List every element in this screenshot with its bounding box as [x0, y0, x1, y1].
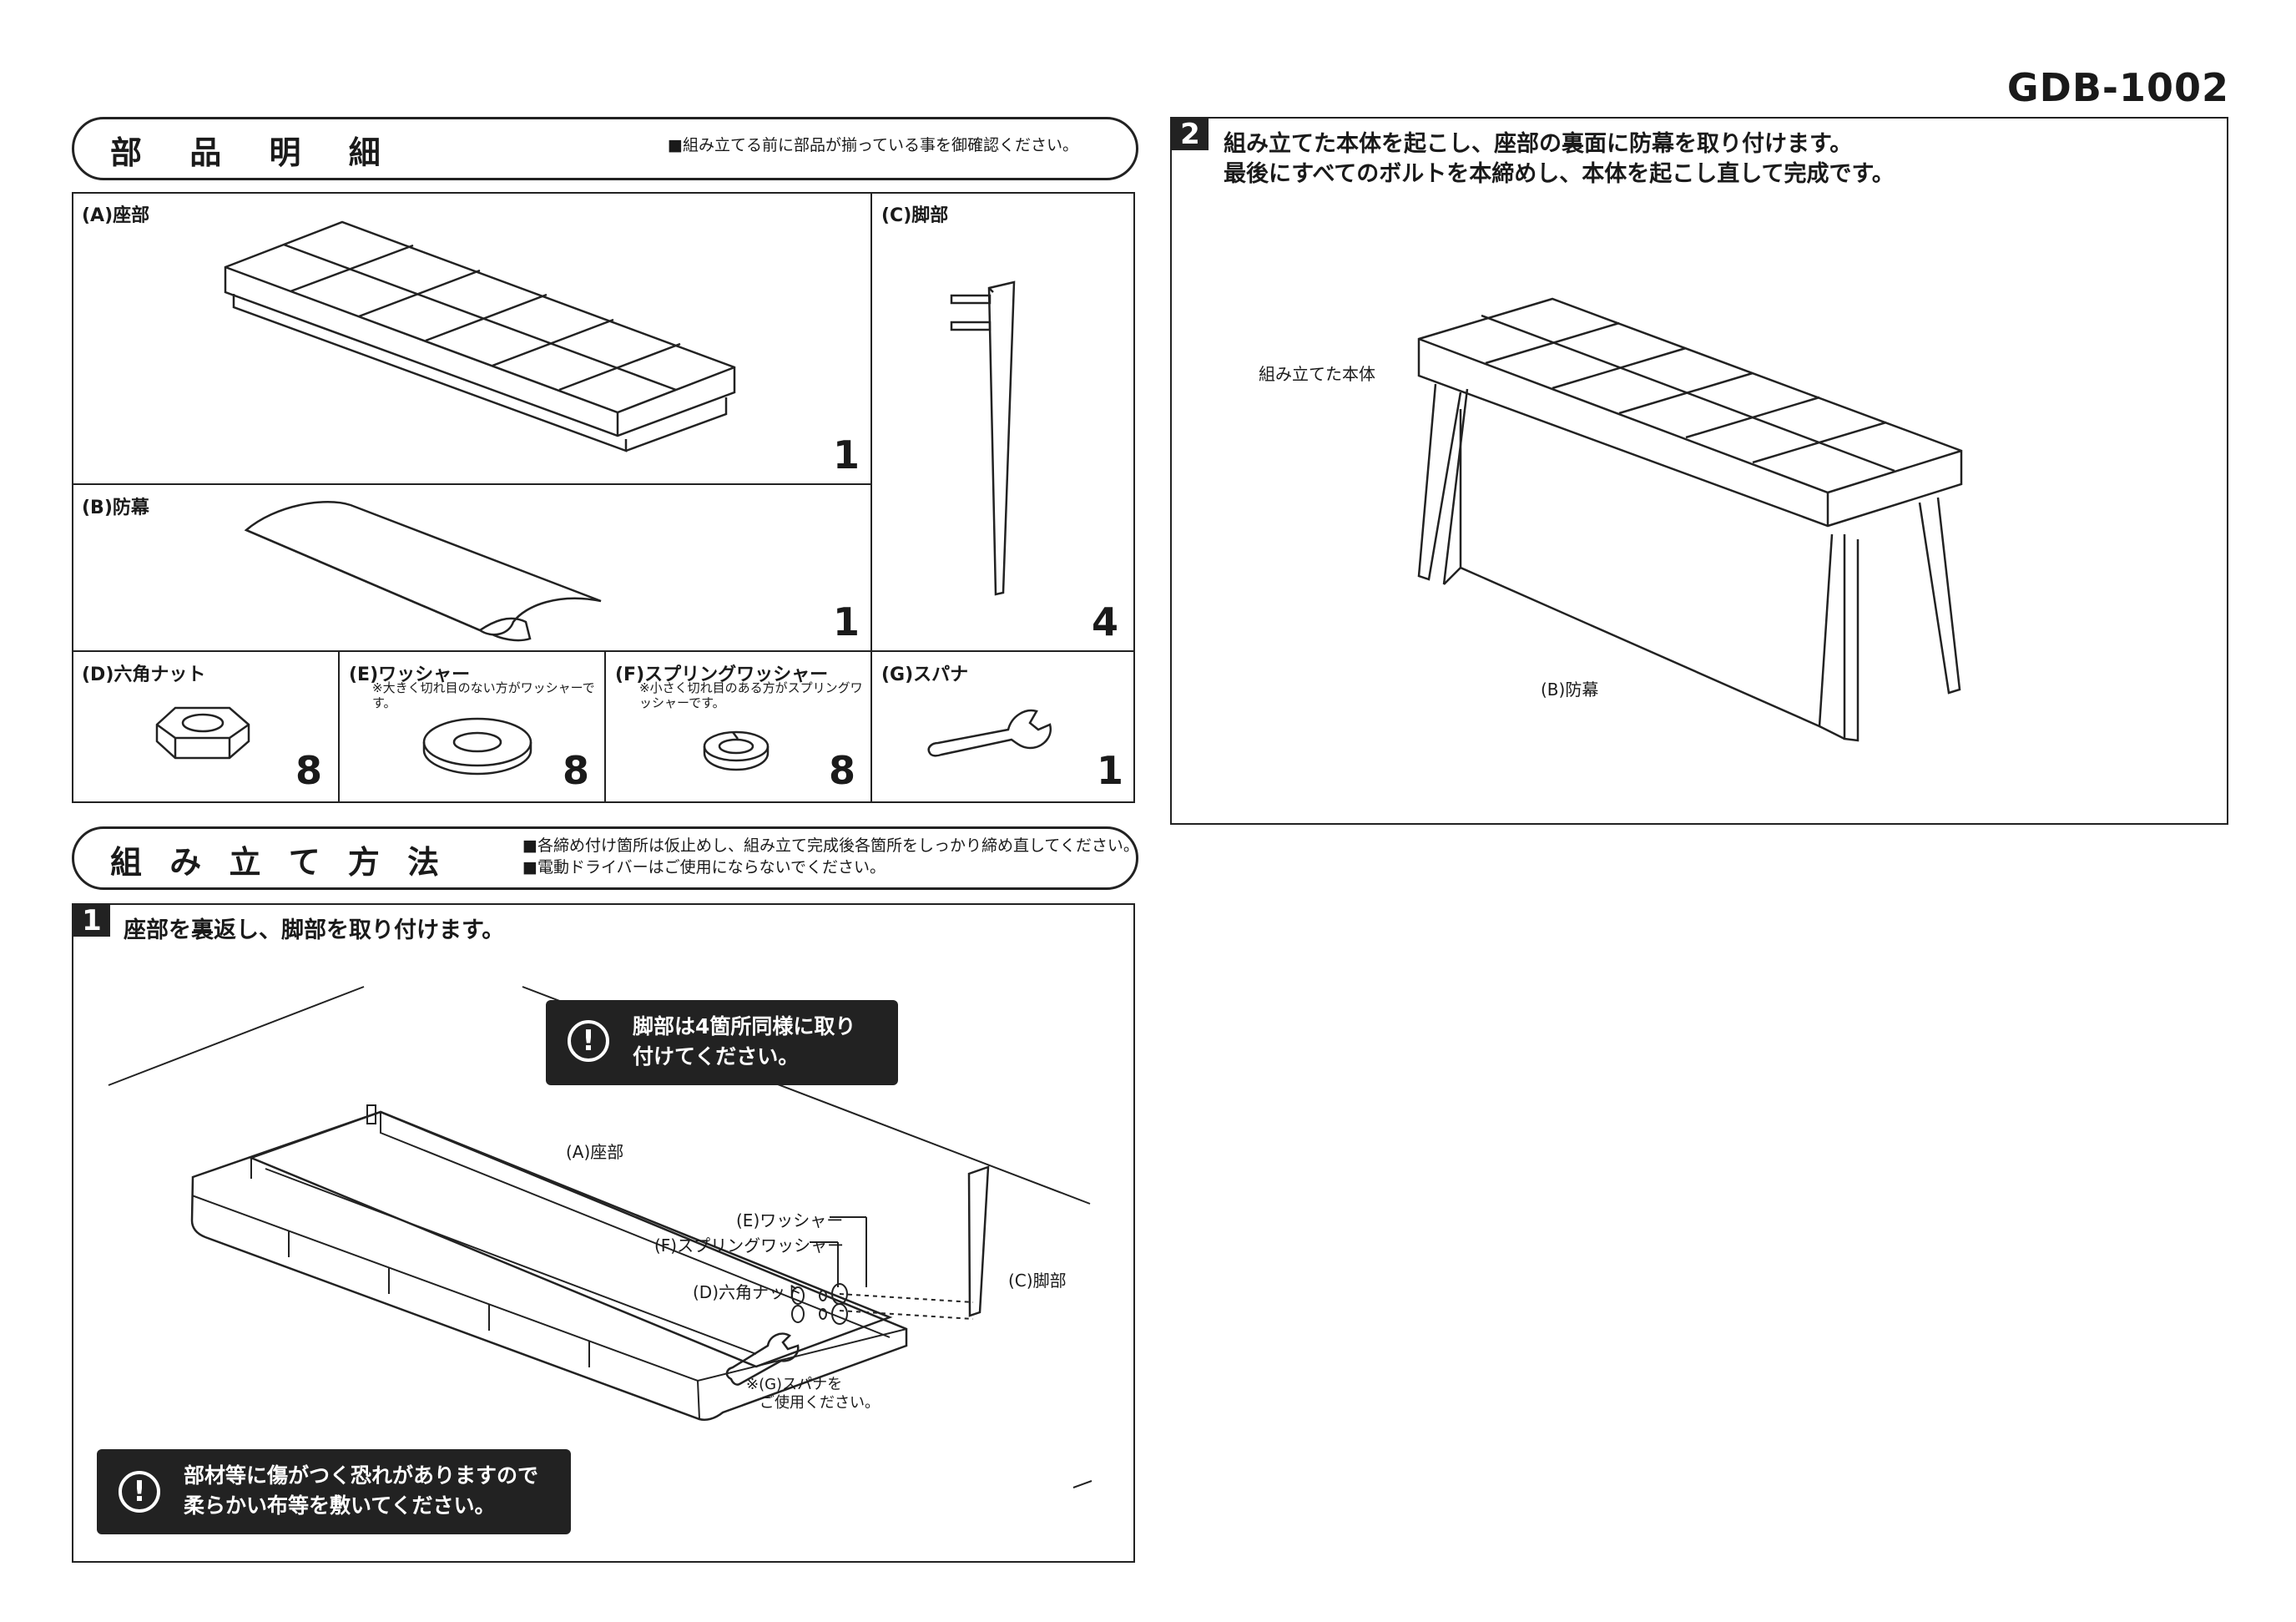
part-f-qty: 8 — [829, 748, 856, 793]
step1-callout-cloth: ! 部材等に傷がつく恐れがありますので 柔らかい布等を敷いてください。 — [97, 1449, 571, 1534]
curtain-illustration — [244, 501, 602, 642]
step1-seat-label: (A)座部 — [566, 1142, 624, 1162]
part-g-label: (G)スパナ — [881, 664, 969, 685]
part-b-qty: 1 — [833, 599, 860, 644]
step1-instruction: 座部を裏返し、脚部を取り付けます。 — [124, 917, 505, 943]
washer-illustration — [422, 717, 532, 776]
step2-body-label: 組み立てた本体 — [1259, 364, 1375, 384]
part-e-label: (E)ワッシャー — [349, 664, 471, 685]
step1-nut-label: (D)六角ナット — [693, 1282, 803, 1302]
step2-number: 2 — [1172, 119, 1209, 150]
step2-instruction-line2: 最後にすべてのボルトを本締めし、本体を起こし直して完成です。 — [1224, 161, 1895, 187]
part-g-qty: 1 — [1097, 748, 1124, 793]
warning-icon: ! — [568, 1020, 609, 1062]
parts-grid — [72, 192, 1135, 803]
part-c-qty: 4 — [1092, 599, 1119, 644]
assembly-section-title: 組 み 立 て 方 法 — [110, 844, 448, 881]
part-b-label: (B)防幕 — [82, 498, 149, 518]
parts-section-header — [72, 117, 1138, 180]
part-a-label: (A)座部 — [82, 205, 150, 226]
assembly-section-header — [72, 826, 1138, 890]
part-a-qty: 1 — [833, 432, 860, 478]
step2-illustration — [1417, 297, 1963, 742]
step1-spring-washer-label: (F)スプリングワッシャー — [654, 1235, 845, 1256]
step1-spanner-note-1: ※(G)スパナを — [746, 1376, 843, 1393]
assembly-note-1: ■各締め付け箇所は仮止めし、組み立て完成後各箇所をしっかり締め直してください。 — [522, 836, 1139, 855]
parts-section-note: ■組み立てる前に部品が揃っている事を御確認ください。 — [668, 136, 1079, 154]
step1-callout-cloth-line2: 柔らかい布等を敷いてください。 — [184, 1493, 496, 1518]
part-c-label: (C)脚部 — [881, 205, 949, 226]
step1-number: 1 — [73, 905, 110, 937]
seat-illustration — [224, 220, 736, 452]
part-f-label: (F)スプリングワッシャー — [615, 664, 829, 685]
spring-washer-illustration — [703, 730, 770, 771]
step1-callout-legs: ! 脚部は4箇所同様に取り 付けてください。 — [546, 1000, 898, 1085]
parts-section-title: 部 品 明 細 — [110, 134, 399, 171]
step1-spanner-note-2: ご使用ください。 — [759, 1394, 880, 1412]
hex-nut-illustration — [155, 706, 250, 760]
step1-illustration — [108, 986, 1092, 1488]
step1-leg-label: (C)脚部 — [1008, 1271, 1067, 1291]
step1-callout-cloth-line1: 部材等に傷がつく恐れがありますので — [184, 1463, 539, 1488]
assembly-note-2: ■電動ドライバーはご使用にならないでください。 — [522, 858, 886, 877]
step2-panel — [1170, 117, 2228, 825]
spanner-illustration — [927, 709, 1052, 757]
model-number: GDB-1002 — [2006, 65, 2229, 110]
step1-callout-legs-line1: 脚部は4箇所同様に取り — [633, 1014, 856, 1038]
step1-washer-label: (E)ワッシャー — [736, 1210, 844, 1230]
warning-icon: ! — [119, 1471, 160, 1513]
part-d-qty: 8 — [295, 748, 323, 793]
step1-callout-legs-line2: 付けてください。 — [633, 1044, 800, 1069]
leg-illustration — [950, 280, 1016, 596]
part-e-note: ※大きく切れ目のない方がワッシャーです。 — [372, 680, 595, 710]
step2-instruction-line1: 組み立てた本体を起こし、座部の裏面に防幕を取り付けます。 — [1224, 131, 1853, 157]
part-f-note: ※小さく切れ目のある方がスプリングワッシャーです。 — [639, 680, 863, 710]
part-e-qty: 8 — [563, 748, 590, 793]
part-d-label: (D)六角ナット — [82, 664, 206, 685]
step2-curtain-label: (B)防幕 — [1541, 680, 1599, 700]
